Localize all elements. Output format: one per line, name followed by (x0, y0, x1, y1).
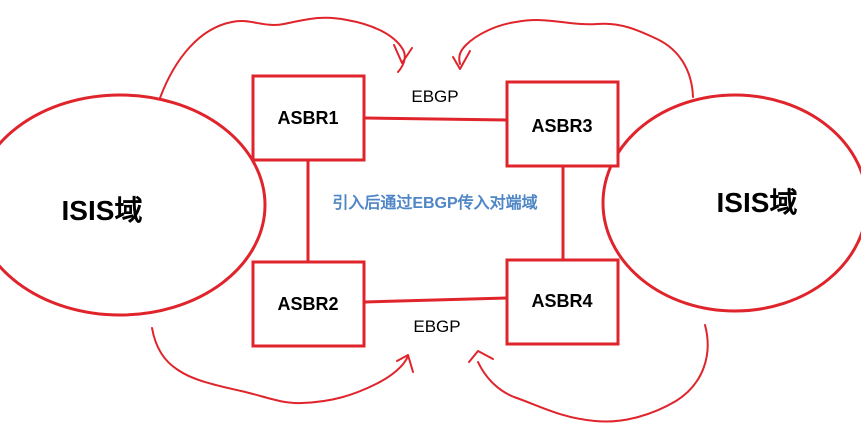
asbr1-box (251, 74, 366, 162)
top-ebgp-label: EBGP (411, 87, 458, 106)
asbr4-box (505, 258, 620, 346)
asbr4-label: ASBR4 (531, 291, 592, 311)
hand-arrow-bottom-right-head (468, 350, 494, 363)
left-isis-domain (0, 93, 267, 317)
hand-arrow-top-left (159, 16, 406, 99)
hand-arrow-bottom-right (477, 324, 709, 423)
ebgp-top-link (364, 116, 508, 122)
asbr1-label: ASBR1 (277, 108, 338, 128)
right-domain-label: ISIS域 (717, 187, 798, 218)
bottom-ebgp-label: EBGP (413, 317, 460, 336)
asbr3-box (505, 80, 620, 168)
center-annotation: 引入后通过EBGP传入对端域 (332, 193, 537, 212)
hand-arrow-top-right (458, 19, 694, 98)
asbr2-label: ASBR2 (277, 294, 338, 314)
ebgp-bottom-link (364, 296, 508, 304)
asbr2-box (251, 260, 366, 348)
hand-arrow-top-right-head (452, 50, 471, 70)
hand-arrow-bottom-left-head (396, 354, 414, 373)
hand-arrow-top-left-head (393, 44, 413, 64)
right-isis-domain (601, 93, 861, 313)
hand-arrow-bottom-left (151, 327, 409, 405)
left-domain-label: ISIS域 (62, 195, 143, 226)
asbr3-label: ASBR3 (531, 116, 592, 136)
